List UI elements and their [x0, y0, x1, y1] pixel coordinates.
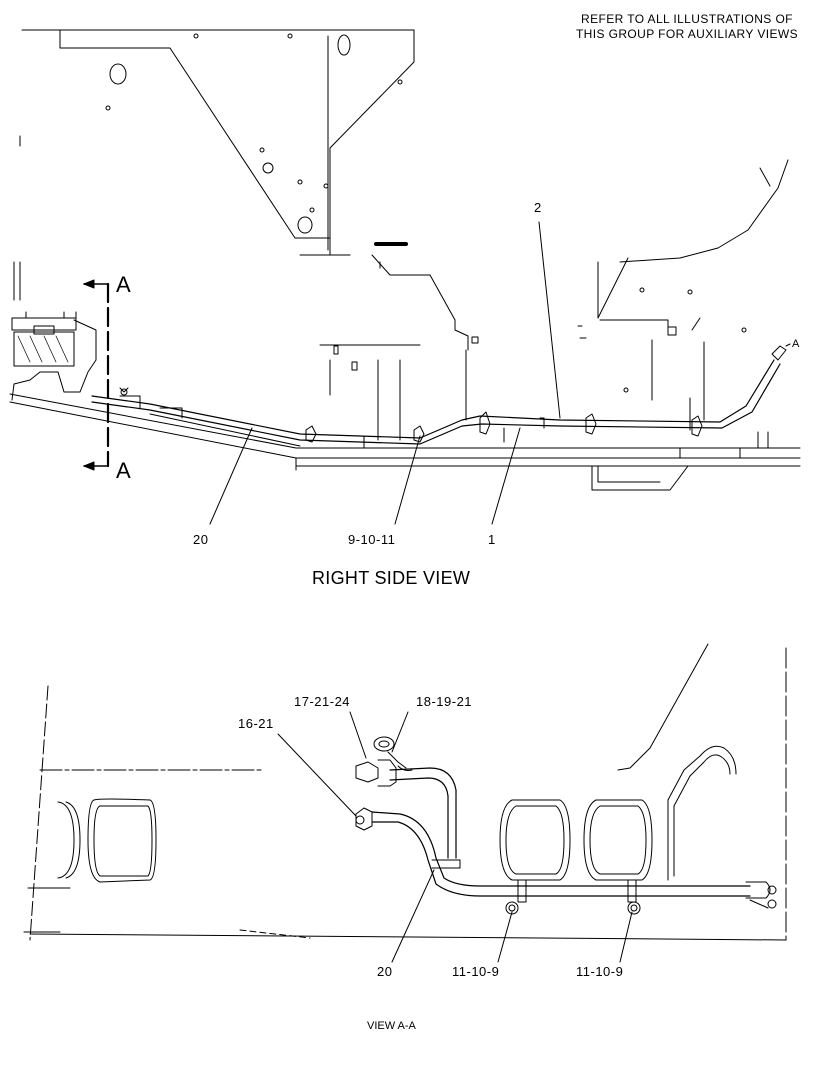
callout-11-10-9-right: 11-10-9 — [576, 964, 624, 979]
callout-20-bottom: 20 — [377, 964, 393, 979]
auxiliary-views-note: REFER TO ALL ILLUSTRATIONS OF THIS GROUP… — [576, 12, 798, 42]
callout-2: 2 — [534, 200, 542, 215]
section-ref-marker: A — [792, 338, 800, 350]
view-aa-title: VIEW A-A — [367, 1020, 416, 1032]
view-aa-drawing — [23, 643, 787, 963]
callout-11-10-9-left: 11-10-9 — [452, 964, 500, 979]
callout-18-19-21: 18-19-21 — [416, 694, 473, 709]
right-side-view-drawing — [9, 29, 801, 525]
note-line-2: THIS GROUP FOR AUXILIARY VIEWS — [575, 27, 798, 41]
callout-1: 1 — [488, 532, 496, 547]
right-side-view-title: RIGHT SIDE VIEW — [312, 568, 471, 588]
note-line-1: REFER TO ALL ILLUSTRATIONS OF — [581, 12, 793, 26]
section-marker-top: A — [116, 272, 131, 297]
callout-20-top: 20 — [193, 532, 209, 547]
callout-9-10-11: 9-10-11 — [348, 532, 396, 547]
callout-16-21: 16-21 — [238, 716, 274, 731]
section-marker-bottom: A — [116, 458, 131, 483]
callout-17-21-24: 17-21-24 — [294, 694, 351, 709]
